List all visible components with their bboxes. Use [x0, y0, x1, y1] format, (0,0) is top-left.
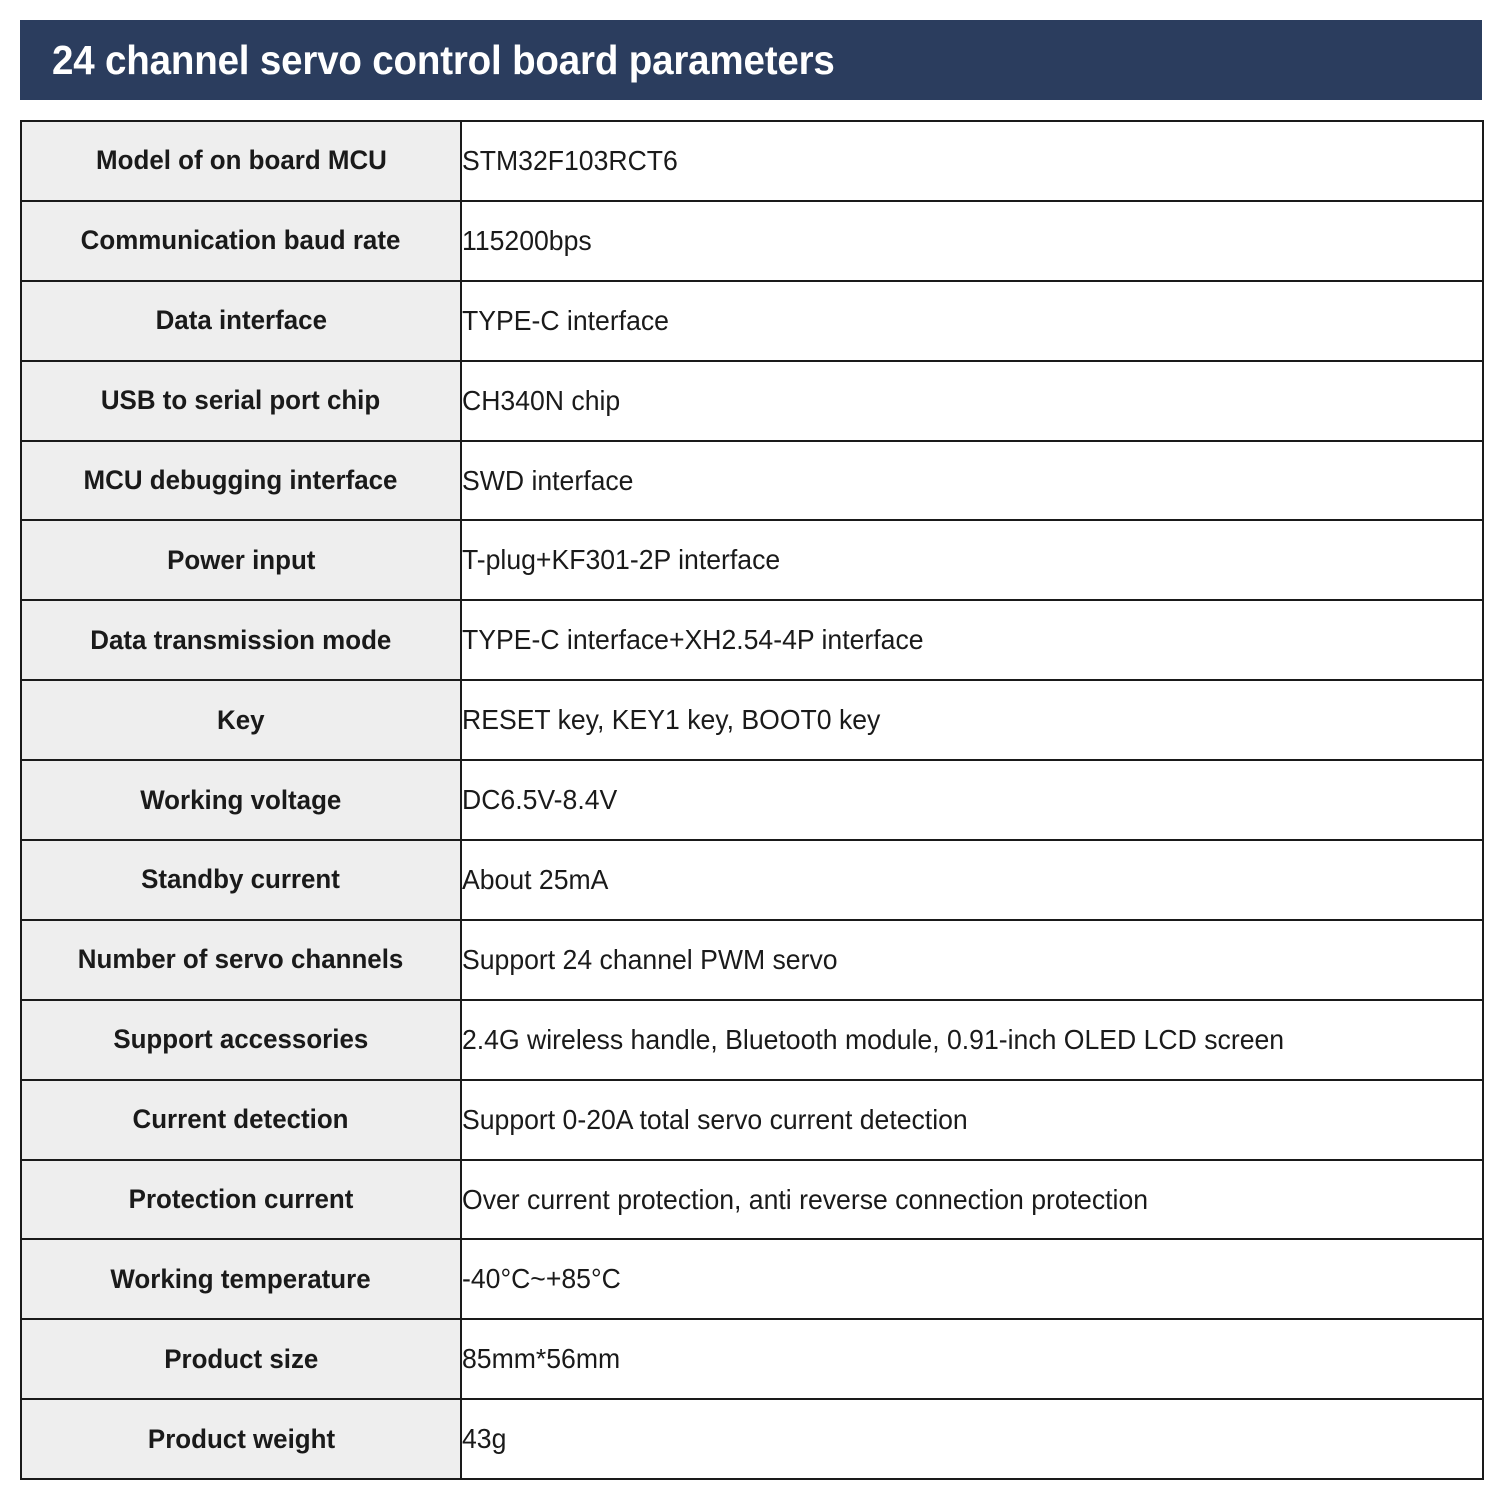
table-row: Key RESET key, KEY1 key, BOOT0 key: [20, 679, 1484, 762]
parameter-value-text: TYPE-C interface+XH2.54-4P interface: [462, 624, 924, 656]
parameter-label-cell: Data transmission mode: [20, 599, 462, 682]
parameter-value-cell: 2.4G wireless handle, Bluetooth module, …: [460, 998, 1484, 1081]
parameter-value-text: TYPE-C interface: [462, 304, 669, 336]
parameter-label-text: USB to serial port chip: [101, 385, 381, 416]
parameter-label-cell: Current detection: [20, 1078, 462, 1161]
parameter-label-text: MCU debugging interface: [84, 465, 398, 495]
parameter-label-text: Data interface: [155, 305, 327, 336]
parameter-value-cell: Support 24 channel PWM servo: [460, 918, 1484, 1001]
table-row: Working temperature -40°C~+85°C: [20, 1238, 1484, 1321]
parameter-label-cell: Working temperature: [20, 1238, 462, 1321]
parameter-label-cell: Protection current: [20, 1158, 462, 1241]
parameter-value-cell: Support 0-20A total servo current detect…: [460, 1078, 1484, 1161]
parameter-value-cell: 115200bps: [460, 199, 1484, 282]
parameter-label-cell: Working voltage: [20, 759, 462, 842]
table-row: Power input T-plug+KF301-2P interface: [20, 519, 1484, 602]
parameter-value-cell: T-plug+KF301-2P interface: [460, 519, 1484, 602]
parameter-label-text: Product size: [163, 1343, 319, 1374]
table-row: Number of servo channels Support 24 chann…: [20, 918, 1484, 1001]
parameter-label-text: Working temperature: [110, 1263, 372, 1294]
parameter-value-text: DC6.5V-8.4V: [462, 784, 618, 816]
parameter-label-text: Model of on board MCU: [95, 145, 387, 176]
parameter-value-cell: SWD interface: [460, 439, 1484, 522]
parameter-value-text: RESET key, KEY1 key, BOOT0 key: [462, 704, 881, 736]
parameter-label-cell: Communication baud rate: [20, 199, 462, 282]
parameter-value-cell: CH340N chip: [460, 359, 1484, 442]
parameter-label-text: Communication baud rate: [81, 225, 401, 256]
parameter-value-text: CH340N chip: [462, 384, 621, 416]
table-row: Model of on board MCU STM32F103RCT6: [20, 120, 1484, 202]
parameter-value-cell: Over current protection, anti reverse co…: [460, 1158, 1484, 1241]
parameter-value-cell: About 25mA: [460, 839, 1484, 921]
parameter-label-text: Data transmission mode: [90, 624, 392, 655]
parameter-label-text: Support accessories: [113, 1024, 369, 1055]
parameter-value-text: 85mm*56mm: [462, 1343, 621, 1375]
parameter-value-cell: TYPE-C interface+XH2.54-4P interface: [460, 599, 1484, 682]
table-row: Support accessories 2.4G wireless handle,…: [20, 998, 1484, 1081]
table-row: Data transmission mode TYPE-C interface+X…: [20, 599, 1484, 682]
parameter-label-cell: MCU debugging interface: [20, 439, 462, 522]
parameter-value-text: About 25mA: [462, 863, 609, 895]
table-row: Working voltage DC6.5V-8.4V: [20, 759, 1484, 842]
parameter-label-cell: Key: [20, 679, 462, 762]
parameter-value-cell: 85mm*56mm: [460, 1318, 1484, 1401]
parameter-label-cell: Model of on board MCU: [20, 120, 462, 202]
parameter-value-text: 2.4G wireless handle, Bluetooth module, …: [462, 1023, 1285, 1055]
parameter-value-cell: TYPE-C interface: [460, 279, 1484, 362]
parameter-value-text: SWD interface: [462, 464, 634, 496]
page-title: 24 channel servo control board parameter…: [52, 36, 835, 83]
parameter-label-text: Number of servo channels: [78, 944, 404, 975]
parameter-label-cell: Product weight: [20, 1398, 462, 1481]
parameter-value-cell: STM32F103RCT6: [460, 120, 1484, 202]
parameter-label-text: Working voltage: [140, 784, 342, 815]
table-row: Current detection Support 0-20A total ser…: [20, 1078, 1484, 1161]
table-row: Product size 85mm*56mm: [20, 1318, 1484, 1401]
parameter-value-cell: RESET key, KEY1 key, BOOT0 key: [460, 679, 1484, 762]
parameter-value-text: T-plug+KF301-2P interface: [462, 544, 781, 576]
table-row: Standby current About 25mA: [20, 839, 1484, 921]
parameter-value-text: STM32F103RCT6: [462, 144, 678, 176]
parameter-value-cell: DC6.5V-8.4V: [460, 759, 1484, 842]
parameter-label-text: Power input: [166, 544, 316, 575]
table-row: USB to serial port chip CH340N chip: [20, 359, 1484, 442]
table-row: MCU debugging interface SWD interface: [20, 439, 1484, 522]
parameter-value-cell: 43g: [460, 1398, 1484, 1481]
parameter-value-text: Support 24 channel PWM servo: [462, 943, 838, 975]
parameter-label-cell: USB to serial port chip: [20, 359, 462, 442]
table-row: Data interface TYPE-C interface: [20, 279, 1484, 362]
parameter-label-cell: Number of servo channels: [20, 918, 462, 1001]
parameter-label-text: Product weight: [147, 1423, 335, 1454]
parameter-value-text: -40°C~+85°C: [462, 1263, 621, 1295]
parameter-label-text: Protection current: [128, 1184, 354, 1215]
parameter-value-text: 115200bps: [462, 224, 592, 256]
header-banner: 24 channel servo control board parameter…: [20, 20, 1482, 100]
table-row: Product weight 43g: [20, 1398, 1484, 1481]
parameter-label-cell: Data interface: [20, 279, 462, 362]
parameter-value-text: 43g: [462, 1423, 507, 1455]
parameter-label-cell: Product size: [20, 1318, 462, 1401]
parameter-value-text: Over current protection, anti reverse co…: [462, 1183, 1149, 1215]
parameter-label-text: Key: [217, 704, 265, 735]
table-row: Communication baud rate 115200bps: [20, 199, 1484, 282]
parameter-label-text: Current detection: [132, 1104, 350, 1135]
parameter-value-cell: -40°C~+85°C: [460, 1238, 1484, 1321]
parameter-label-text: Standby current: [141, 864, 341, 895]
parameter-label-cell: Standby current: [20, 839, 462, 921]
parameter-value-text: Support 0-20A total servo current detect…: [462, 1103, 968, 1135]
parameter-label-cell: Power input: [20, 519, 462, 602]
table-row: Protection current Over current protectio…: [20, 1158, 1484, 1241]
parameter-label-cell: Support accessories: [20, 998, 462, 1081]
